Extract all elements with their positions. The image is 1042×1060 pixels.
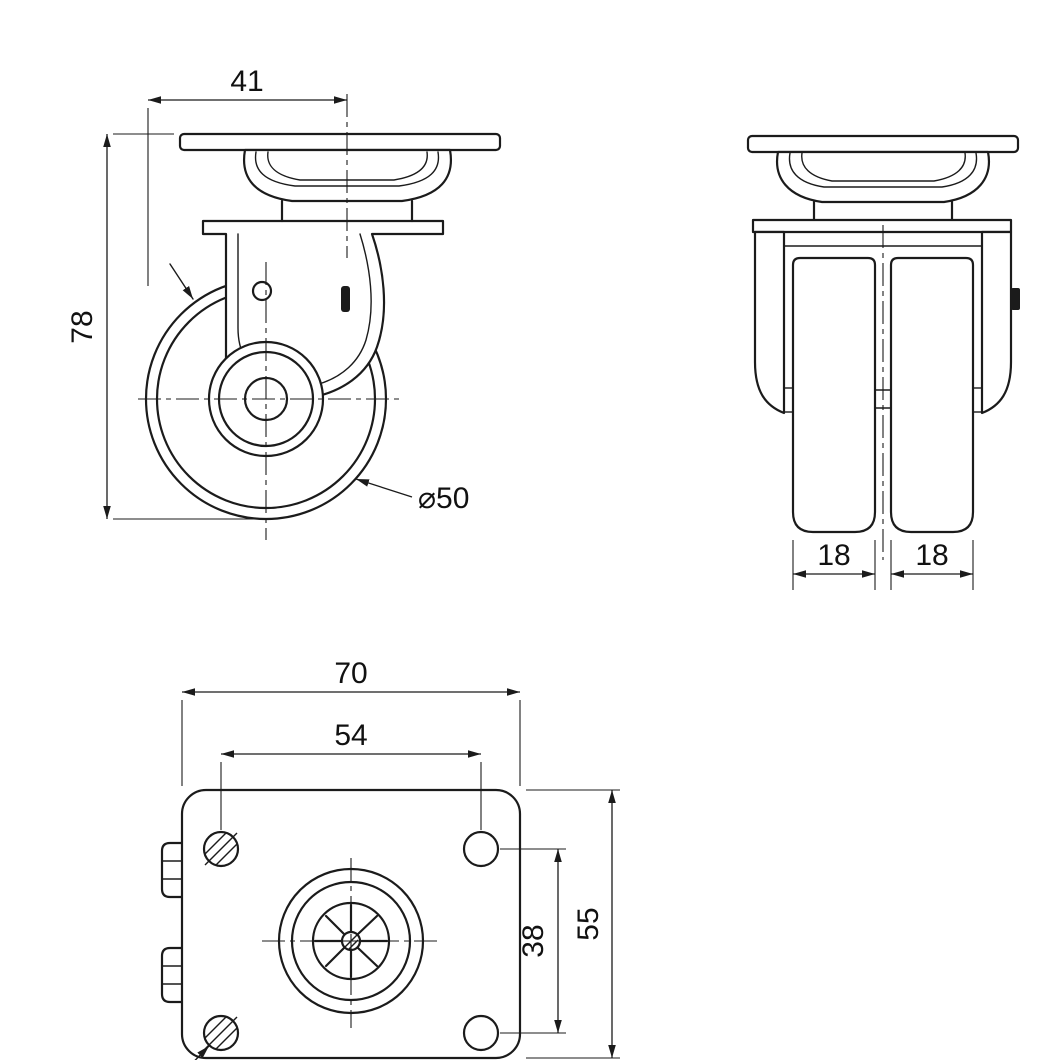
swivel-race-line-2 xyxy=(801,152,966,182)
bolt-hole-bottom-left xyxy=(202,1014,240,1052)
dim-wheel-widths: 18 18 xyxy=(792,539,974,590)
dim-label-hole-spacing-width: 54 xyxy=(334,719,367,752)
fork-leg-left xyxy=(753,230,786,415)
fork-inner-edge-right xyxy=(318,233,372,385)
wheel-right-front xyxy=(889,256,975,534)
bolt-hole-bottom-right xyxy=(462,1014,500,1052)
dim-offset-width: 41 xyxy=(147,65,347,286)
dim-label-overall-height: 78 xyxy=(66,310,99,343)
fork-bolt-hole xyxy=(251,280,273,302)
leader-line xyxy=(355,478,413,498)
dim-label-hole-spacing-depth: 38 xyxy=(517,924,550,957)
dim-overall-height: 78 xyxy=(66,133,256,520)
dim-plate-depth: 55 xyxy=(526,789,620,1059)
plan-view: 70 54 38 55 xyxy=(160,657,620,1060)
tread-indicator-arrow xyxy=(169,263,194,300)
wheel-left-front xyxy=(791,256,877,534)
front-view: 18 18 xyxy=(746,134,1020,590)
bolt-hole-top-left xyxy=(202,830,240,868)
grease-fitting xyxy=(1011,288,1020,310)
dim-label-plate-depth: 55 xyxy=(572,907,605,940)
bolt-hole-bottom-left-hatch xyxy=(204,1016,238,1050)
dim-label-left-wheel-width: 18 xyxy=(817,539,850,572)
fork-crown xyxy=(751,218,1013,234)
brake-pin xyxy=(341,286,350,312)
side-view: 41 78 ⌀50 xyxy=(66,65,502,540)
top-plate-side xyxy=(178,132,502,152)
axle-washer-right xyxy=(972,387,983,413)
swivel-dome-front xyxy=(775,150,991,204)
axle-washer-left xyxy=(783,387,794,413)
dim-label-offset-width: 41 xyxy=(230,65,263,98)
dim-hole-spacing-depth: 38 xyxy=(500,848,566,1034)
dim-hole-spacing-width: 54 xyxy=(220,719,482,830)
bolt-hole-top-right xyxy=(462,830,500,868)
dim-wheel-diameter: ⌀50 xyxy=(355,478,469,515)
fork-leg-right xyxy=(980,230,1013,415)
bolt-hole-top-left-hatch xyxy=(204,832,238,866)
swivel-race-line-1 xyxy=(788,152,978,188)
dim-label-wheel-diameter: ⌀50 xyxy=(418,482,469,515)
side-tab-upper xyxy=(160,841,186,899)
bolt-hole-leader-arrow xyxy=(194,1045,210,1060)
side-tab-lower xyxy=(160,946,186,1004)
dim-label-plate-width: 70 xyxy=(334,657,367,690)
dim-plate-width: 70 xyxy=(181,657,521,786)
dim-label-right-wheel-width: 18 xyxy=(915,539,948,572)
top-plate-front xyxy=(746,134,1020,154)
